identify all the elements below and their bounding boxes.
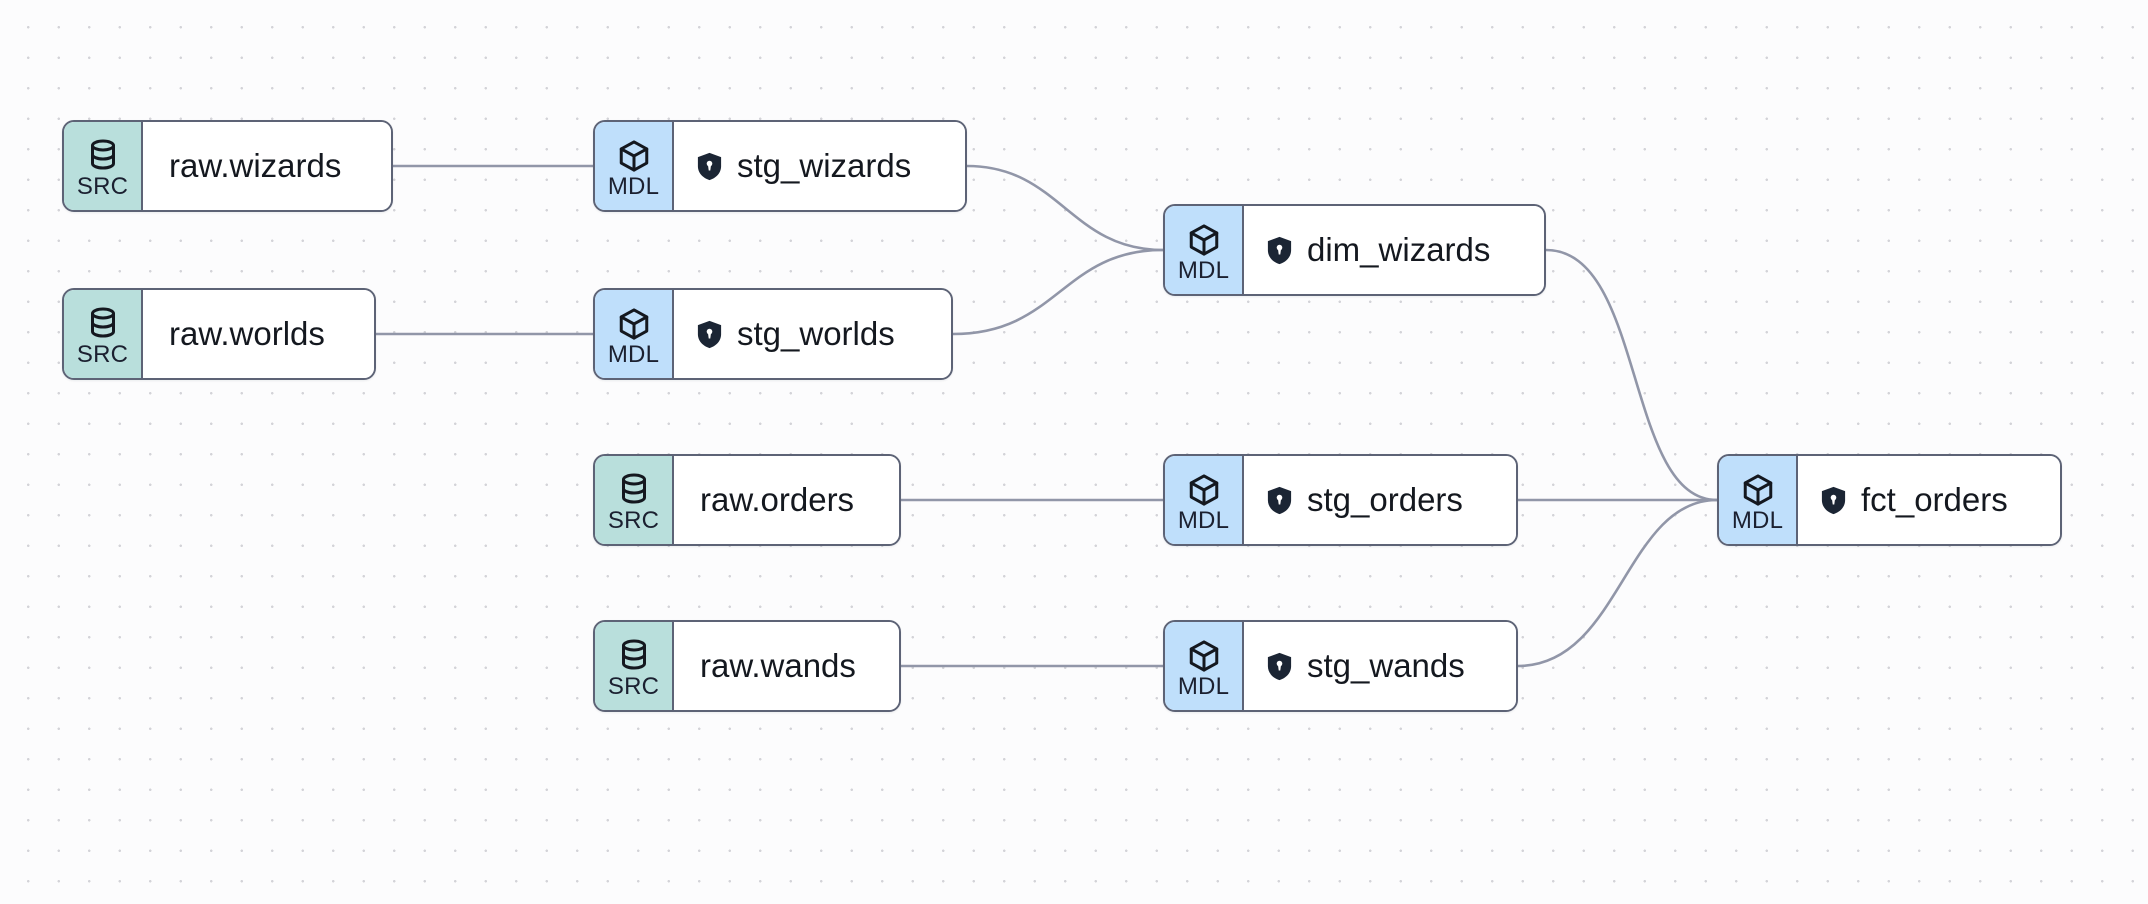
node-type-badge-stg_wands: MDL <box>1165 622 1244 710</box>
node-label: raw.wizards <box>169 146 342 184</box>
database-icon <box>616 638 652 674</box>
node-type-label: MDL <box>1177 672 1230 700</box>
node-type-badge-dim_wizards: MDL <box>1165 206 1244 294</box>
node-type-label: SRC <box>76 172 129 200</box>
node-dim_wizards[interactable]: MDL dim_wizards <box>1163 204 1546 296</box>
node-body-raw_wands: raw.wands <box>674 622 899 710</box>
node-body-stg_wizards: stg_wizards <box>674 122 965 210</box>
shield-lock-icon <box>1266 236 1293 265</box>
node-stg_orders[interactable]: MDL stg_orders <box>1163 454 1518 546</box>
node-label: raw.worlds <box>169 314 325 352</box>
node-type-badge-raw_wizards: SRC <box>64 122 143 210</box>
edge-dim_wizards-to-fct_orders <box>1544 248 1719 502</box>
node-label: raw.orders <box>700 480 855 518</box>
database-icon <box>85 138 121 174</box>
cube-icon <box>616 306 652 342</box>
node-type-label: SRC <box>76 340 129 368</box>
edge-stg_wands-to-fct_orders <box>1516 498 1719 668</box>
node-label: stg_worlds <box>737 314 895 352</box>
node-type-label: MDL <box>607 172 660 200</box>
shield-lock-icon <box>1820 486 1847 515</box>
node-stg_worlds[interactable]: MDL stg_worlds <box>593 288 953 380</box>
node-raw_wizards[interactable]: SRC raw.wizards <box>62 120 393 212</box>
node-body-fct_orders: fct_orders <box>1798 456 2060 544</box>
shield-lock-icon <box>696 320 723 349</box>
cube-icon <box>1186 222 1222 258</box>
node-type-badge-raw_wands: SRC <box>595 622 674 710</box>
node-type-badge-raw_orders: SRC <box>595 456 674 544</box>
node-body-raw_orders: raw.orders <box>674 456 899 544</box>
node-stg_wands[interactable]: MDL stg_wands <box>1163 620 1518 712</box>
node-label: stg_wands <box>1307 646 1465 684</box>
node-body-dim_wizards: dim_wizards <box>1244 206 1544 294</box>
cube-icon <box>1186 472 1222 508</box>
cube-icon <box>1186 638 1222 674</box>
node-type-label: MDL <box>1177 506 1230 534</box>
shield-lock-icon <box>1266 652 1293 681</box>
node-type-badge-fct_orders: MDL <box>1719 456 1798 544</box>
node-raw_worlds[interactable]: SRC raw.worlds <box>62 288 376 380</box>
node-label: stg_orders <box>1307 480 1463 518</box>
node-type-badge-stg_wizards: MDL <box>595 122 674 210</box>
node-type-badge-stg_orders: MDL <box>1165 456 1244 544</box>
node-type-label: SRC <box>607 672 660 700</box>
node-type-badge-raw_worlds: SRC <box>64 290 143 378</box>
node-stg_wizards[interactable]: MDL stg_wizards <box>593 120 967 212</box>
node-label: dim_wizards <box>1307 230 1491 268</box>
node-fct_orders[interactable]: MDL fct_orders <box>1717 454 2062 546</box>
node-type-label: SRC <box>607 506 660 534</box>
node-body-stg_worlds: stg_worlds <box>674 290 951 378</box>
node-body-stg_wands: stg_wands <box>1244 622 1516 710</box>
node-label: fct_orders <box>1861 480 2008 518</box>
node-body-raw_worlds: raw.worlds <box>143 290 374 378</box>
node-type-badge-stg_worlds: MDL <box>595 290 674 378</box>
node-type-label: MDL <box>1731 506 1784 534</box>
node-label: raw.wands <box>700 646 856 684</box>
database-icon <box>616 472 652 508</box>
node-raw_wands[interactable]: SRC raw.wands <box>593 620 901 712</box>
node-type-label: MDL <box>1177 256 1230 284</box>
node-label: stg_wizards <box>737 146 912 184</box>
cube-icon <box>1740 472 1776 508</box>
cube-icon <box>616 138 652 174</box>
edge-stg_wizards-to-dim_wizards <box>965 164 1165 252</box>
shield-lock-icon <box>1266 486 1293 515</box>
database-icon <box>85 306 121 342</box>
node-body-raw_wizards: raw.wizards <box>143 122 391 210</box>
shield-lock-icon <box>696 152 723 181</box>
node-body-stg_orders: stg_orders <box>1244 456 1516 544</box>
edge-stg_worlds-to-dim_wizards <box>951 248 1165 336</box>
node-raw_orders[interactable]: SRC raw.orders <box>593 454 901 546</box>
node-type-label: MDL <box>607 340 660 368</box>
